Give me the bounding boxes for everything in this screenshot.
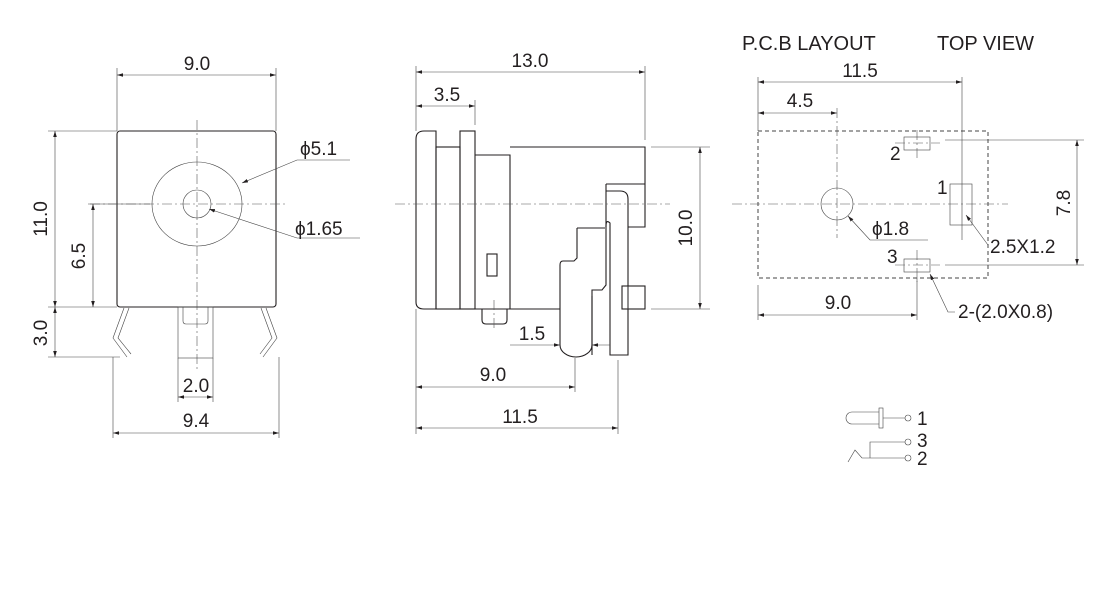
side-view: 13.0 3.5 10.0 1.5 9.0 11.5 [395,51,710,434]
length-label: 13.0 [512,51,549,72]
leader-hole [847,215,928,241]
pad-3-label: 3 [887,247,898,268]
latch-window [486,253,498,277]
front-view: 9.0 11.0 6.5 3.0 ϕ5.1 ϕ1.65 2.0 9.4 [31,54,360,438]
pin-length-label: 3.0 [31,320,52,346]
leader-pad1 [965,214,989,246]
leader-pin-diameter [208,208,360,239]
neck [475,154,511,310]
pin1-offset-label: 9.0 [480,365,506,386]
lead-span-label: 9.4 [183,411,210,432]
height-label: 10.0 [676,210,697,247]
leader-outer-diameter [241,159,350,184]
main-body [510,146,646,310]
outer-diameter-label: ϕ5.1 [300,139,337,160]
switch-symbol [847,449,905,463]
terminal-slot [182,307,209,325]
pin-diameter-label: ϕ1.65 [295,219,343,240]
pad-1 [949,183,973,226]
schematic-pin-3: 3 [917,431,928,452]
rear-terminal [591,190,629,356]
pad-offset-label: 9.0 [825,293,851,314]
side-tab [621,285,646,310]
front-flange [415,130,437,310]
center-terminal [177,306,214,359]
pad23-size-label: 2-(2.0X0.8) [958,302,1053,323]
schematic-pin-2: 2 [917,449,928,470]
hole-diameter-label: ϕ1.8 [872,219,909,240]
hole-offset-label: 4.5 [787,91,813,112]
collar [435,146,461,310]
bottom-peg [481,309,508,325]
pad-span-label: 7.8 [1054,190,1075,216]
right-lead [259,307,278,358]
leader-pad23 [929,273,955,313]
pcb-layout: P.C.B LAYOUT TOP VIEW 2 1 3 11.5 4.5 7.8… [732,33,1084,323]
overall-label: 11.5 [842,61,878,82]
width-label: 9.0 [184,54,210,75]
terminal-1 [904,414,912,422]
jack-body-front [116,130,277,308]
second-flange [459,130,476,310]
side-terminal [559,227,605,358]
pin2-offset-label: 11.5 [502,407,538,428]
flange-label: 3.5 [434,85,460,106]
schematic-symbol: 1 3 2 [845,407,928,470]
left-lead [112,307,132,358]
pad1-size-label: 2.5X1.2 [990,237,1056,258]
pcb-layout-title: P.C.B LAYOUT [742,33,876,55]
footprint-outline [757,130,989,279]
pad-1-label: 1 [937,178,948,199]
pad-2-label: 2 [890,144,901,165]
pin-width-label: 1.5 [519,324,545,345]
height-label: 11.0 [31,201,52,237]
top-view-title: TOP VIEW [937,33,1034,55]
schematic-pin-1: 1 [917,409,928,430]
center-height-label: 6.5 [69,243,90,269]
terminal-3 [904,438,912,446]
terminal-2 [904,454,912,462]
plug-symbol [845,411,879,425]
center-pin-width-label: 2.0 [183,376,209,397]
